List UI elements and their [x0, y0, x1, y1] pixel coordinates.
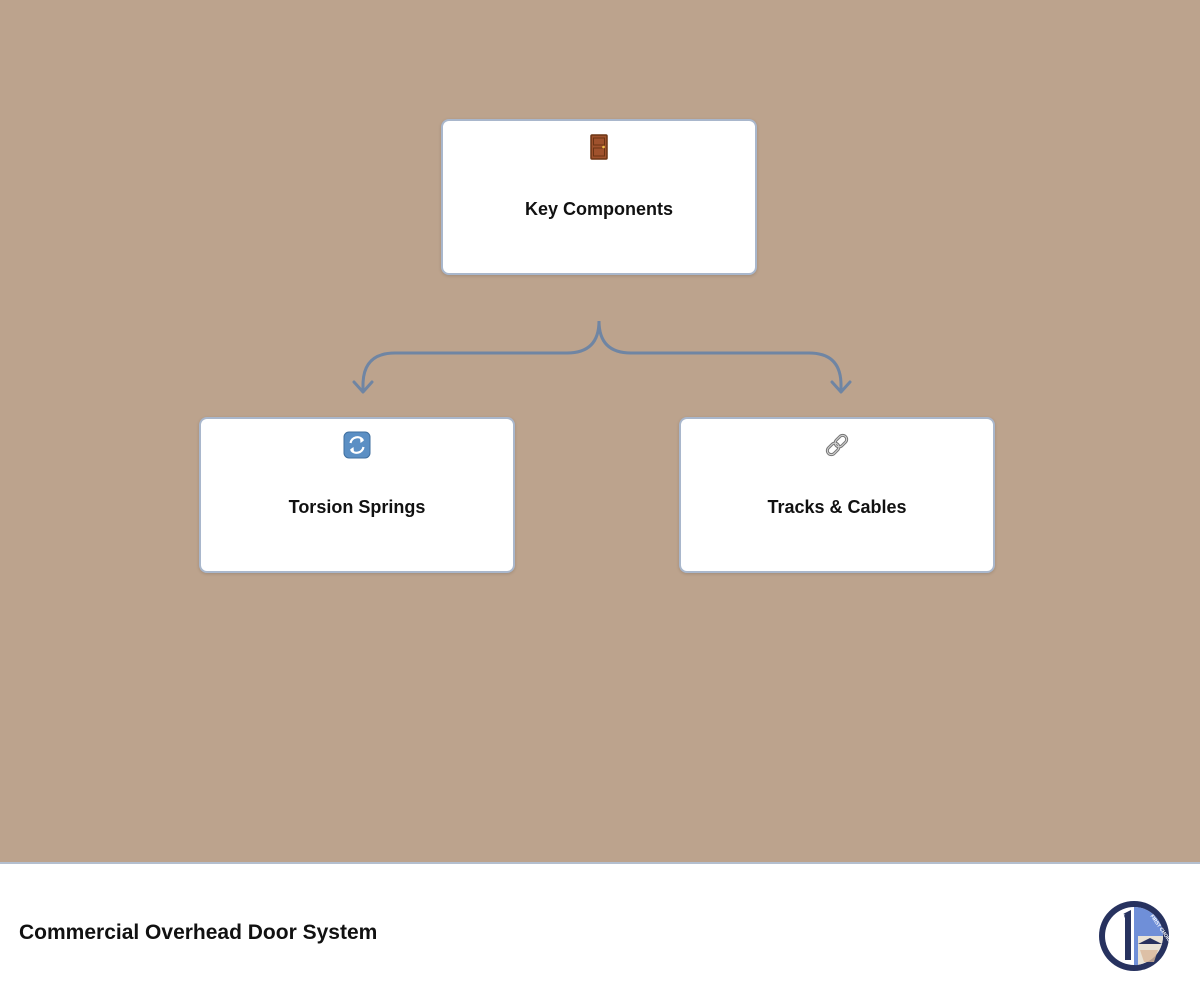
footer: Commercial Overhead Door System ★ ★ ★ FI… [0, 862, 1200, 1000]
refresh-arrows-icon [201, 431, 513, 459]
node-label: Torsion Springs [288, 497, 426, 517]
node-tracks-cables: Tracks & Cables [679, 417, 995, 573]
node-torsion-springs: Torsion Springs [199, 417, 515, 573]
connector-lines [352, 320, 852, 394]
arrowhead-tracks-cables [830, 380, 852, 394]
node-label: Key Components [524, 199, 674, 219]
footer-title: Commercial Overhead Door System [19, 921, 378, 944]
node-label: Tracks & Cables [767, 497, 907, 517]
company-logo: ★ ★ ★ FIRST CHOICE [1098, 900, 1174, 972]
door-icon [443, 133, 755, 161]
node-key-components: Key Components [441, 119, 757, 275]
connector-to-tracks-cables [597, 320, 843, 392]
chain-link-icon [681, 431, 993, 459]
arrowhead-torsion-springs [352, 380, 374, 394]
connector-to-torsion-springs [361, 320, 601, 392]
logo-side-text: ★ ★ ★ [1116, 912, 1127, 930]
diagram-canvas: Key Components Torsion Springs [0, 0, 1200, 862]
